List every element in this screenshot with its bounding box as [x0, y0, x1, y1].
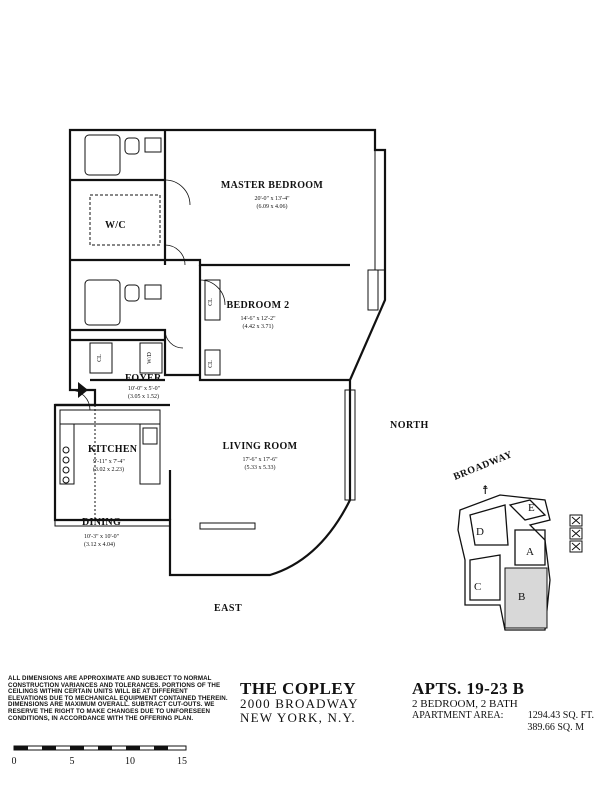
bedroom2-dim-ft: 14'-6" x 12'-2"	[240, 316, 276, 322]
scale-label-15: 15	[177, 756, 187, 767]
key-unit-d: D	[476, 526, 484, 538]
closet-label-2: CL	[208, 360, 214, 368]
entry-arrow-icon	[78, 382, 88, 398]
dining-label: DINING	[82, 517, 121, 528]
closet-label-3: CL	[97, 354, 103, 362]
master-bedroom-dim-ft: 20'-0" x 13'-4"	[254, 196, 290, 202]
living-room-dim-m: (5.33 x 5.33)	[245, 464, 276, 471]
apartment-area-sqm: 389.66 SQ. M	[527, 722, 584, 733]
apartment-area-label: APARTMENT AREA:	[412, 710, 504, 721]
foyer-dim-m: (3.05 x 1.52)	[128, 393, 159, 400]
master-bedroom-label: MASTER BEDROOM	[221, 180, 324, 191]
kitchen-dim-ft: 9'-11" x 7'-4"	[93, 459, 125, 465]
dining-dim-ft: 10'-3" x 10'-0"	[84, 534, 120, 540]
apartment-area-row: APARTMENT AREA: 1294.43 SQ. FT.	[412, 710, 594, 722]
apartment-area-sqft: 1294.43 SQ. FT.	[527, 710, 594, 721]
north-label: NORTH	[390, 420, 429, 431]
key-unit-a: A	[526, 546, 534, 558]
foyer-label: FOYER	[125, 373, 162, 384]
east-label: EAST	[214, 603, 242, 614]
floor-plan: MASTER BEDROOM 20'-0" x 13'-4" (6.09 x 4…	[53, 128, 583, 631]
north-arrow-icon: ☨	[482, 483, 489, 497]
building-info: THE COPLEY 2000 BROADWAY NEW YORK, N.Y.	[240, 680, 359, 725]
living-room-dim-ft: 17'-6" x 17'-6"	[242, 457, 278, 463]
key-unit-c: C	[474, 581, 481, 593]
apartment-title: APTS. 19-23 B	[412, 679, 525, 698]
bedroom2-dim-m: (4.42 x 3.71)	[243, 323, 274, 330]
key-unit-b: B	[518, 591, 525, 603]
scale-label-5: 5	[70, 756, 75, 767]
key-unit-e: E	[528, 502, 535, 514]
apartment-type: 2 BEDROOM, 2 BATH	[412, 698, 518, 710]
key-plan-street-label: BROADWAY	[452, 449, 514, 483]
living-room-label: LIVING ROOM	[223, 441, 298, 452]
building-address-line2: NEW YORK, N.Y.	[240, 710, 356, 725]
wc-label: W/C	[105, 220, 126, 231]
closet-label-1: CL	[208, 298, 214, 306]
scale-label-10: 10	[125, 756, 135, 767]
master-bedroom-dim-m: (6.09 x 4.06)	[257, 203, 288, 210]
key-plan: BROADWAY ☨ E D A C B	[452, 449, 583, 631]
dining-dim-m: (3.12 x 4.04)	[84, 541, 115, 548]
building-name: THE COPLEY	[240, 679, 356, 698]
disclaimer-text: ALL DIMENSIONS ARE APPROXIMATE AND SUBJE…	[8, 675, 228, 722]
kitchen-dim-m: (3.02 x 2.23)	[93, 466, 124, 473]
kitchen-label: KITCHEN	[88, 444, 138, 455]
washer-dryer-label: W/D	[147, 352, 153, 364]
building-address-line1: 2000 BROADWAY	[240, 696, 359, 711]
scale-label-0: 0	[12, 756, 17, 767]
scale-bar: 0 5 10 15	[12, 745, 187, 767]
bedroom2-label: BEDROOM 2	[227, 300, 290, 311]
foyer-dim-ft: 10'-0" x 5'-0"	[128, 386, 161, 392]
apartment-info: APTS. 19-23 B 2 BEDROOM, 2 BATH APARTMEN…	[412, 680, 594, 734]
